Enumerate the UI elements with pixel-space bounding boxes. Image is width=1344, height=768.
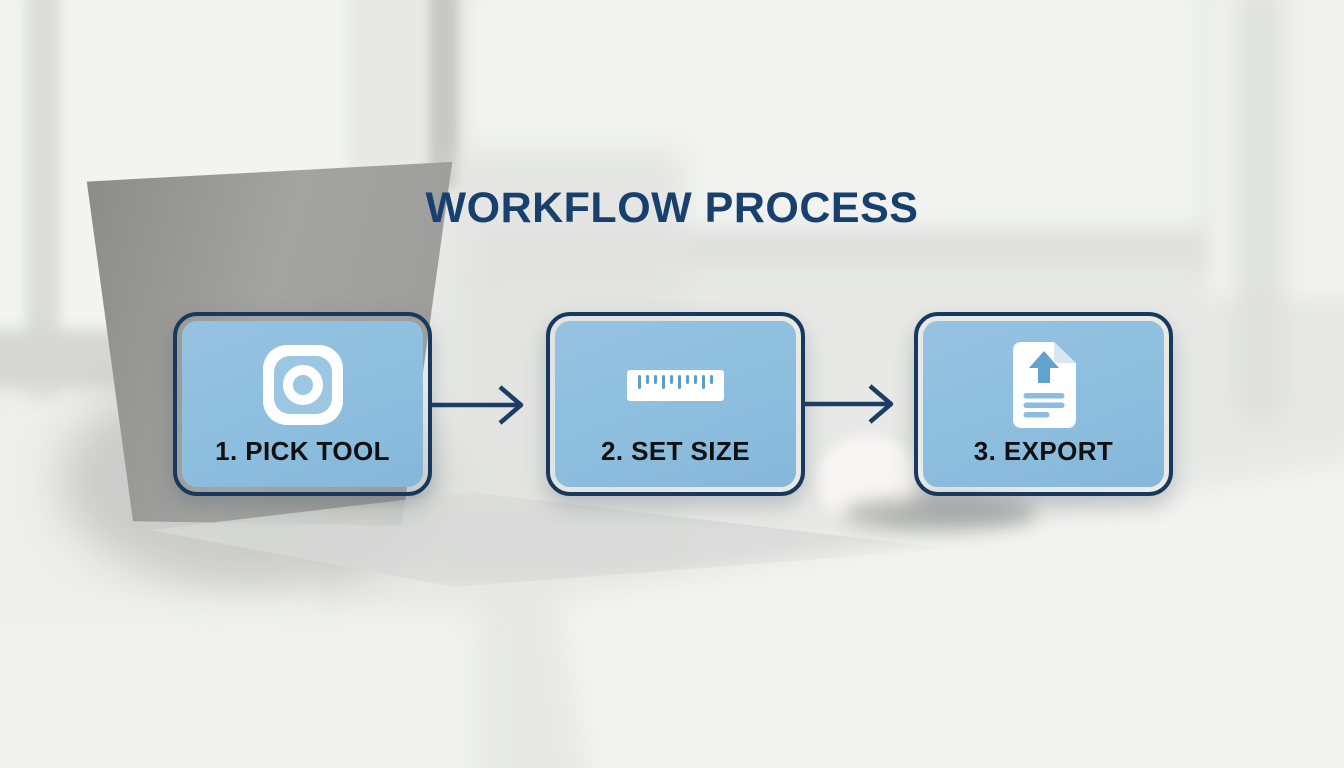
step-box-set-size: 2. SET SIZE bbox=[546, 312, 805, 496]
camera-icon-lens bbox=[282, 365, 323, 405]
ruler-tick bbox=[678, 374, 681, 389]
desk-highlight-left bbox=[0, 610, 480, 768]
ruler-tick bbox=[670, 374, 673, 384]
step-box-pick-tool: 1. PICK TOOL bbox=[173, 312, 432, 496]
ruler-tick bbox=[646, 374, 649, 384]
right-arrow-icon bbox=[432, 385, 524, 425]
ruler-tick bbox=[710, 374, 713, 384]
ruler-icon bbox=[627, 369, 724, 401]
step-box-fill: 2. SET SIZE bbox=[555, 321, 796, 487]
ruler-tick bbox=[702, 374, 705, 389]
step-label: 1. PICK TOOL bbox=[215, 436, 390, 466]
export-document-icon bbox=[1012, 342, 1076, 428]
step-label: 2. SET SIZE bbox=[601, 436, 750, 466]
ruler-tick bbox=[638, 374, 641, 389]
step-label: 3. EXPORT bbox=[973, 436, 1114, 466]
coffee-cup-shadow bbox=[842, 497, 1037, 531]
step-icon-slot bbox=[182, 321, 423, 449]
step-icon-slot bbox=[555, 321, 796, 449]
ruler-tick bbox=[654, 374, 657, 384]
ruler-tick bbox=[662, 374, 665, 389]
ruler-tick bbox=[686, 374, 689, 384]
step-icon-slot bbox=[923, 321, 1164, 449]
camera-icon bbox=[262, 345, 343, 425]
wall-shading-right bbox=[1238, 0, 1282, 420]
ruler-tick bbox=[694, 374, 697, 384]
page-title: WORKFLOW PROCESS bbox=[425, 184, 919, 232]
right-arrow-icon bbox=[802, 384, 894, 424]
step-box-fill: 1. PICK TOOL bbox=[182, 321, 423, 487]
camera-icon-body bbox=[273, 356, 332, 414]
window-mullion-center bbox=[430, 0, 458, 188]
step-box-export: 3. EXPORT bbox=[914, 312, 1173, 496]
step-box-fill: 3. EXPORT bbox=[923, 321, 1164, 487]
